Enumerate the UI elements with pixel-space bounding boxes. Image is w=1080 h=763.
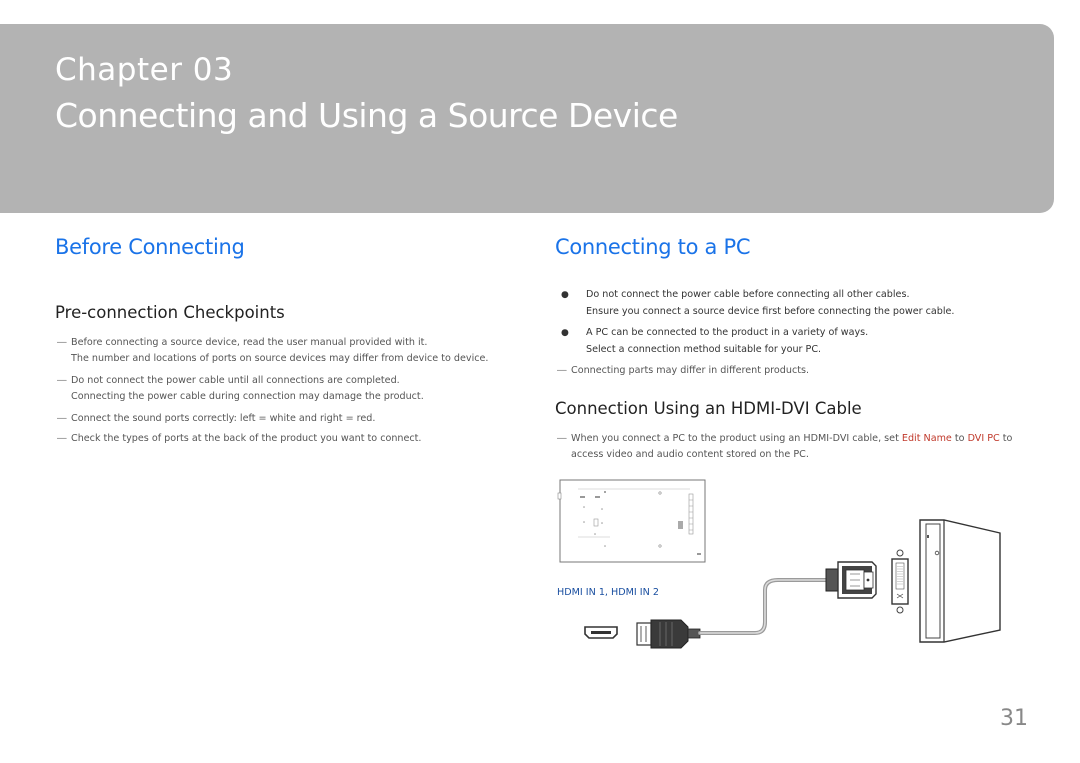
chapter-title: Connecting and Using a Source Device bbox=[55, 96, 678, 135]
chapter-banner bbox=[0, 24, 1054, 213]
monitor-rear-panel bbox=[557, 479, 706, 563]
note-line: Do not connect the power cable until all… bbox=[71, 375, 400, 386]
note-item: ― Do not connect the power cable until a… bbox=[57, 373, 507, 405]
note-line: access video and audio content stored on… bbox=[571, 449, 809, 460]
note-line: Connecting parts may differ in different… bbox=[571, 365, 810, 376]
edit-name-term: Edit Name bbox=[901, 433, 952, 444]
section-title-connecting-pc: Connecting to a PC bbox=[555, 235, 751, 259]
hdmi-port-icon bbox=[584, 626, 618, 639]
hdmi-dvi-cable bbox=[698, 578, 828, 635]
bullet-line: Do not connect the power cable before co… bbox=[586, 289, 910, 300]
hdmi-dvi-note: ― When you connect a PC to the product u… bbox=[557, 431, 1037, 463]
bullet-item: ● A PC can be connected to the product i… bbox=[561, 325, 1041, 358]
bullet-line: A PC can be connected to the product in … bbox=[586, 327, 869, 338]
dvi-plug-icon bbox=[825, 561, 877, 599]
dash-icon: ― bbox=[57, 413, 67, 424]
bullet-icon: ● bbox=[561, 328, 569, 338]
bullet-line: Select a connection method suitable for … bbox=[586, 343, 822, 355]
note-text: to bbox=[999, 433, 1013, 444]
note-line: The number and locations of ports on sou… bbox=[71, 353, 489, 364]
note-item: ― Connecting parts may differ in differe… bbox=[557, 363, 1037, 379]
dash-icon: ― bbox=[57, 433, 67, 444]
note-line: Connecting the power cable during connec… bbox=[71, 391, 424, 402]
note-item: ― Before connecting a source device, rea… bbox=[57, 335, 507, 367]
note-line: Connect the sound ports correctly: left … bbox=[71, 413, 376, 424]
dvi-pc-term: DVI PC bbox=[967, 433, 1000, 444]
chapter-label: Chapter 03 bbox=[55, 52, 234, 88]
dvi-port-icon bbox=[891, 549, 909, 614]
note-item: ― Check the types of ports at the back o… bbox=[57, 431, 507, 447]
dash-icon: ― bbox=[557, 365, 567, 376]
dash-icon: ― bbox=[557, 433, 567, 444]
note-text: to bbox=[951, 433, 968, 444]
subsection-title-hdmi-dvi: Connection Using an HDMI-DVI Cable bbox=[555, 399, 862, 418]
hdmi-plug-icon bbox=[636, 619, 701, 649]
bullet-item: ● Do not connect the power cable before … bbox=[561, 287, 1041, 320]
pc-tower-icon bbox=[919, 519, 1001, 643]
bullet-icon: ● bbox=[561, 290, 569, 300]
note-item: ― Connect the sound ports correctly: lef… bbox=[57, 411, 507, 427]
hdmi-port-caption: HDMI IN 1, HDMI IN 2 bbox=[557, 587, 659, 598]
note-line: Check the types of ports at the back of … bbox=[71, 433, 422, 444]
note-text: When you connect a PC to the product usi… bbox=[571, 433, 902, 444]
note-line: When you connect a PC to the product usi… bbox=[557, 431, 1037, 447]
subsection-title-checkpoints: Pre-connection Checkpoints bbox=[55, 303, 285, 322]
bullet-line: Ensure you connect a source device first… bbox=[586, 305, 955, 317]
note-line: Before connecting a source device, read … bbox=[71, 337, 428, 348]
page-number: 31 bbox=[1000, 706, 1028, 731]
section-title-before-connecting: Before Connecting bbox=[55, 235, 245, 259]
dash-icon: ― bbox=[57, 375, 67, 386]
dash-icon: ― bbox=[57, 337, 67, 348]
